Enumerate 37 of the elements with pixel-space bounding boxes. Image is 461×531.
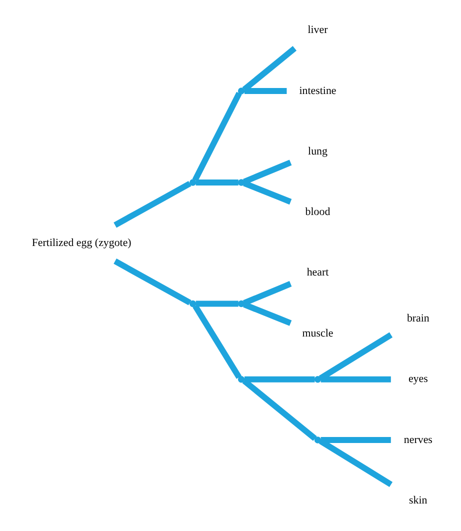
node-point	[189, 179, 196, 186]
node-point	[314, 436, 322, 444]
connector	[192, 304, 242, 379]
connector	[243, 302, 292, 326]
connector	[318, 332, 393, 381]
connector	[114, 258, 192, 306]
connector	[114, 180, 192, 228]
node-text: skin	[409, 494, 428, 506]
connector	[244, 88, 287, 94]
node-point	[189, 300, 196, 308]
node-text: intestine	[299, 84, 336, 97]
connector	[196, 180, 238, 186]
connector	[243, 281, 292, 306]
node-point	[238, 179, 245, 186]
node-point	[238, 88, 245, 94]
node-point	[238, 376, 245, 383]
connector	[320, 376, 391, 382]
node-text: Fertilized egg (zygote)	[32, 236, 132, 249]
node-text: lung	[308, 145, 328, 158]
node-text: liver	[308, 24, 328, 36]
node-text: brain	[406, 312, 430, 324]
connector	[192, 92, 242, 182]
node-text: eyes	[408, 373, 428, 386]
connector	[244, 376, 315, 382]
node-text: heart	[306, 266, 329, 279]
connector	[196, 300, 238, 307]
connector	[242, 378, 317, 441]
connector	[242, 46, 297, 92]
node-text: nerves	[404, 434, 432, 446]
node-point	[314, 376, 322, 383]
connector	[320, 437, 391, 443]
connector	[243, 180, 292, 205]
connector	[318, 438, 393, 488]
connector	[243, 160, 292, 184]
node-point	[238, 300, 245, 308]
node-text: muscle	[302, 327, 334, 340]
node-text: blood	[305, 206, 330, 218]
